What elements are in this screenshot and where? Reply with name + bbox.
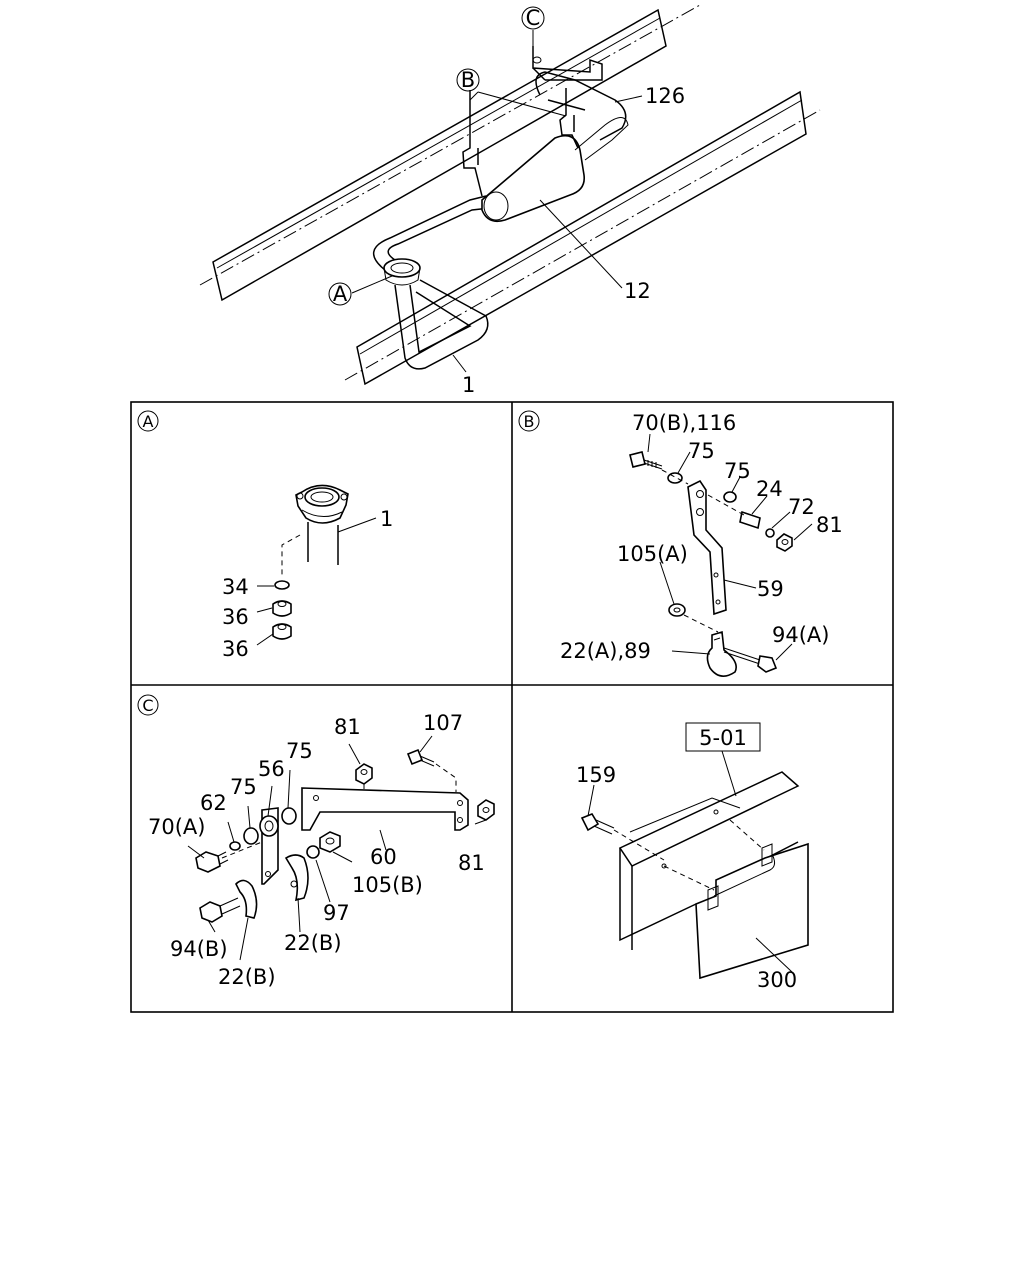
- detail-panel-heat-shield: 5-01 159 300: [576, 722, 809, 992]
- label-a-36-upper: 36: [222, 605, 249, 629]
- callout-a-circle: [328, 282, 352, 306]
- detail-panel-a: A 1 34 36 36: [137, 410, 393, 661]
- clamp-22a: [706, 630, 737, 677]
- nut-105a: [668, 603, 686, 617]
- label-c-97: 97: [323, 901, 350, 925]
- bolt-107: [406, 748, 435, 767]
- heat-shield-300: [695, 842, 809, 980]
- label-b-75a: 75: [688, 439, 715, 463]
- callout-c-circle: [521, 6, 545, 30]
- bolt-70b: [629, 451, 663, 470]
- panel-b-marker: B: [524, 412, 535, 431]
- label-126: 126: [645, 84, 685, 108]
- washer-34: [274, 580, 290, 590]
- label-c-81-lower: 81: [458, 851, 485, 875]
- panel-a-marker-circle: [137, 410, 159, 432]
- label-c-81-upper: 81: [334, 715, 361, 739]
- panel-a-marker: A: [143, 412, 154, 431]
- callout-b-main: B: [461, 68, 475, 92]
- label-c-62: 62: [200, 791, 227, 815]
- label-c-22b-right: 22(B): [284, 931, 342, 955]
- frame-rail-lower: [344, 90, 821, 386]
- label-c-60: 60: [370, 845, 397, 869]
- hanger-b-left: [462, 90, 483, 197]
- detail-panels-frame: [130, 401, 894, 1013]
- nut-81-upper: [355, 763, 373, 785]
- muffler-12: [481, 117, 629, 223]
- bolt-94a: [723, 647, 778, 673]
- hanger-b-right: [559, 88, 579, 149]
- nut-81-lower: [477, 799, 495, 821]
- label-c-105b: 105(B): [352, 873, 423, 897]
- nut-81-b: [776, 533, 793, 552]
- washer-75-right: [281, 807, 297, 825]
- frame-rail-upper: [199, 4, 701, 302]
- bracket-60: [301, 787, 469, 831]
- label-b-24: 24: [756, 477, 783, 501]
- bolt-94b: [199, 897, 241, 923]
- detail-panel-b: B: [518, 410, 843, 677]
- callout-a-main: A: [333, 282, 348, 306]
- label-d-5-01: 5-01: [699, 726, 747, 750]
- bracket-c: [532, 46, 603, 81]
- callout-c-main: C: [526, 6, 541, 30]
- label-b-72: 72: [788, 495, 815, 519]
- label-1: 1: [462, 373, 475, 397]
- panel-c-marker: C: [142, 696, 153, 715]
- washer-75b: [723, 491, 737, 503]
- label-c-107: 107: [423, 711, 463, 735]
- exhaust-pipe-1: [373, 195, 491, 370]
- panel-b-marker-circle: [518, 410, 540, 432]
- label-b-70b-116: 70(B),116: [632, 411, 736, 435]
- washer-97: [306, 845, 320, 859]
- washer-75-left: [243, 827, 259, 845]
- label-12: 12: [624, 279, 651, 303]
- label-b-75b: 75: [724, 459, 751, 483]
- nut-36-upper: [272, 600, 292, 617]
- label-b-81: 81: [816, 513, 843, 537]
- label-d-159: 159: [576, 763, 616, 787]
- label-b-105a: 105(A): [617, 542, 688, 566]
- label-c-75-right: 75: [286, 739, 313, 763]
- detail-panel-c: C: [137, 694, 495, 989]
- nut-36-lower: [272, 623, 292, 640]
- clamp-22b-left: [235, 879, 258, 919]
- bushing-56: [259, 807, 279, 885]
- clamp-22b-right: [284, 854, 309, 902]
- main-assembly-view: C B A 126 12 1: [199, 4, 821, 397]
- pipe-with-flange: [295, 484, 349, 565]
- label-d-300: 300: [757, 968, 797, 992]
- label-a-34: 34: [222, 575, 249, 599]
- label-b-94a: 94(A): [772, 623, 829, 647]
- label-c-22b-left: 22(B): [218, 965, 276, 989]
- label-c-94b: 94(B): [170, 937, 228, 961]
- label-c-75-left: 75: [230, 775, 257, 799]
- washer-72: [765, 528, 775, 538]
- reference-box: [685, 722, 761, 752]
- bolt-159: [580, 813, 615, 835]
- label-b-59: 59: [757, 577, 784, 601]
- label-a-36-lower: 36: [222, 637, 249, 661]
- label-b-22a-89: 22(A),89: [560, 639, 651, 663]
- pipe-flange: [383, 258, 421, 286]
- panel-c-marker-circle: [137, 694, 159, 716]
- label-c-56: 56: [258, 757, 285, 781]
- label-a-1: 1: [380, 507, 393, 531]
- callout-b-circle: [456, 68, 480, 92]
- tail-pipe-126: [535, 71, 627, 141]
- collar-62: [229, 841, 241, 851]
- label-c-70a: 70(A): [148, 815, 205, 839]
- nut-105b: [319, 831, 341, 853]
- collar-24: [739, 510, 761, 530]
- bracket-59: [687, 479, 727, 616]
